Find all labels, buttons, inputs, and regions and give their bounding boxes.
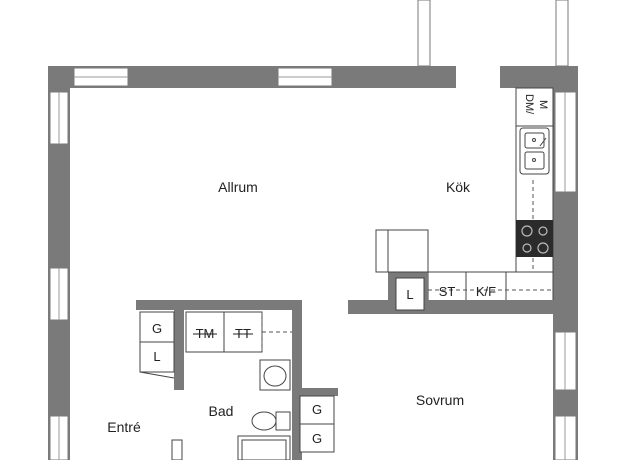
fixture-label-m: M [537, 100, 549, 109]
room-label-entre: Entré [107, 419, 141, 435]
fixture-label-bed-g1: G [312, 402, 322, 417]
fixture-label-kf: K/F [476, 284, 496, 299]
kitchen [348, 87, 578, 314]
bedroom-wardrobe [296, 388, 338, 453]
fixture-label-bath-g: G [152, 321, 162, 336]
bathroom [136, 300, 302, 460]
fixture-label-kitchen-l: L [406, 287, 413, 302]
room-label-allrum: Allrum [218, 179, 258, 195]
windows [49, 67, 577, 460]
room-label-bad: Bad [209, 403, 234, 419]
fixture-label-st: ST [439, 284, 456, 299]
fixture-label-bath-l: L [153, 349, 160, 364]
fixture-label-dm: DM/ [523, 94, 535, 115]
room-label-kok: Kök [446, 179, 471, 195]
fixture-label-bed-g2: G [312, 431, 322, 446]
room-label-sovrum: Sovrum [416, 392, 464, 408]
